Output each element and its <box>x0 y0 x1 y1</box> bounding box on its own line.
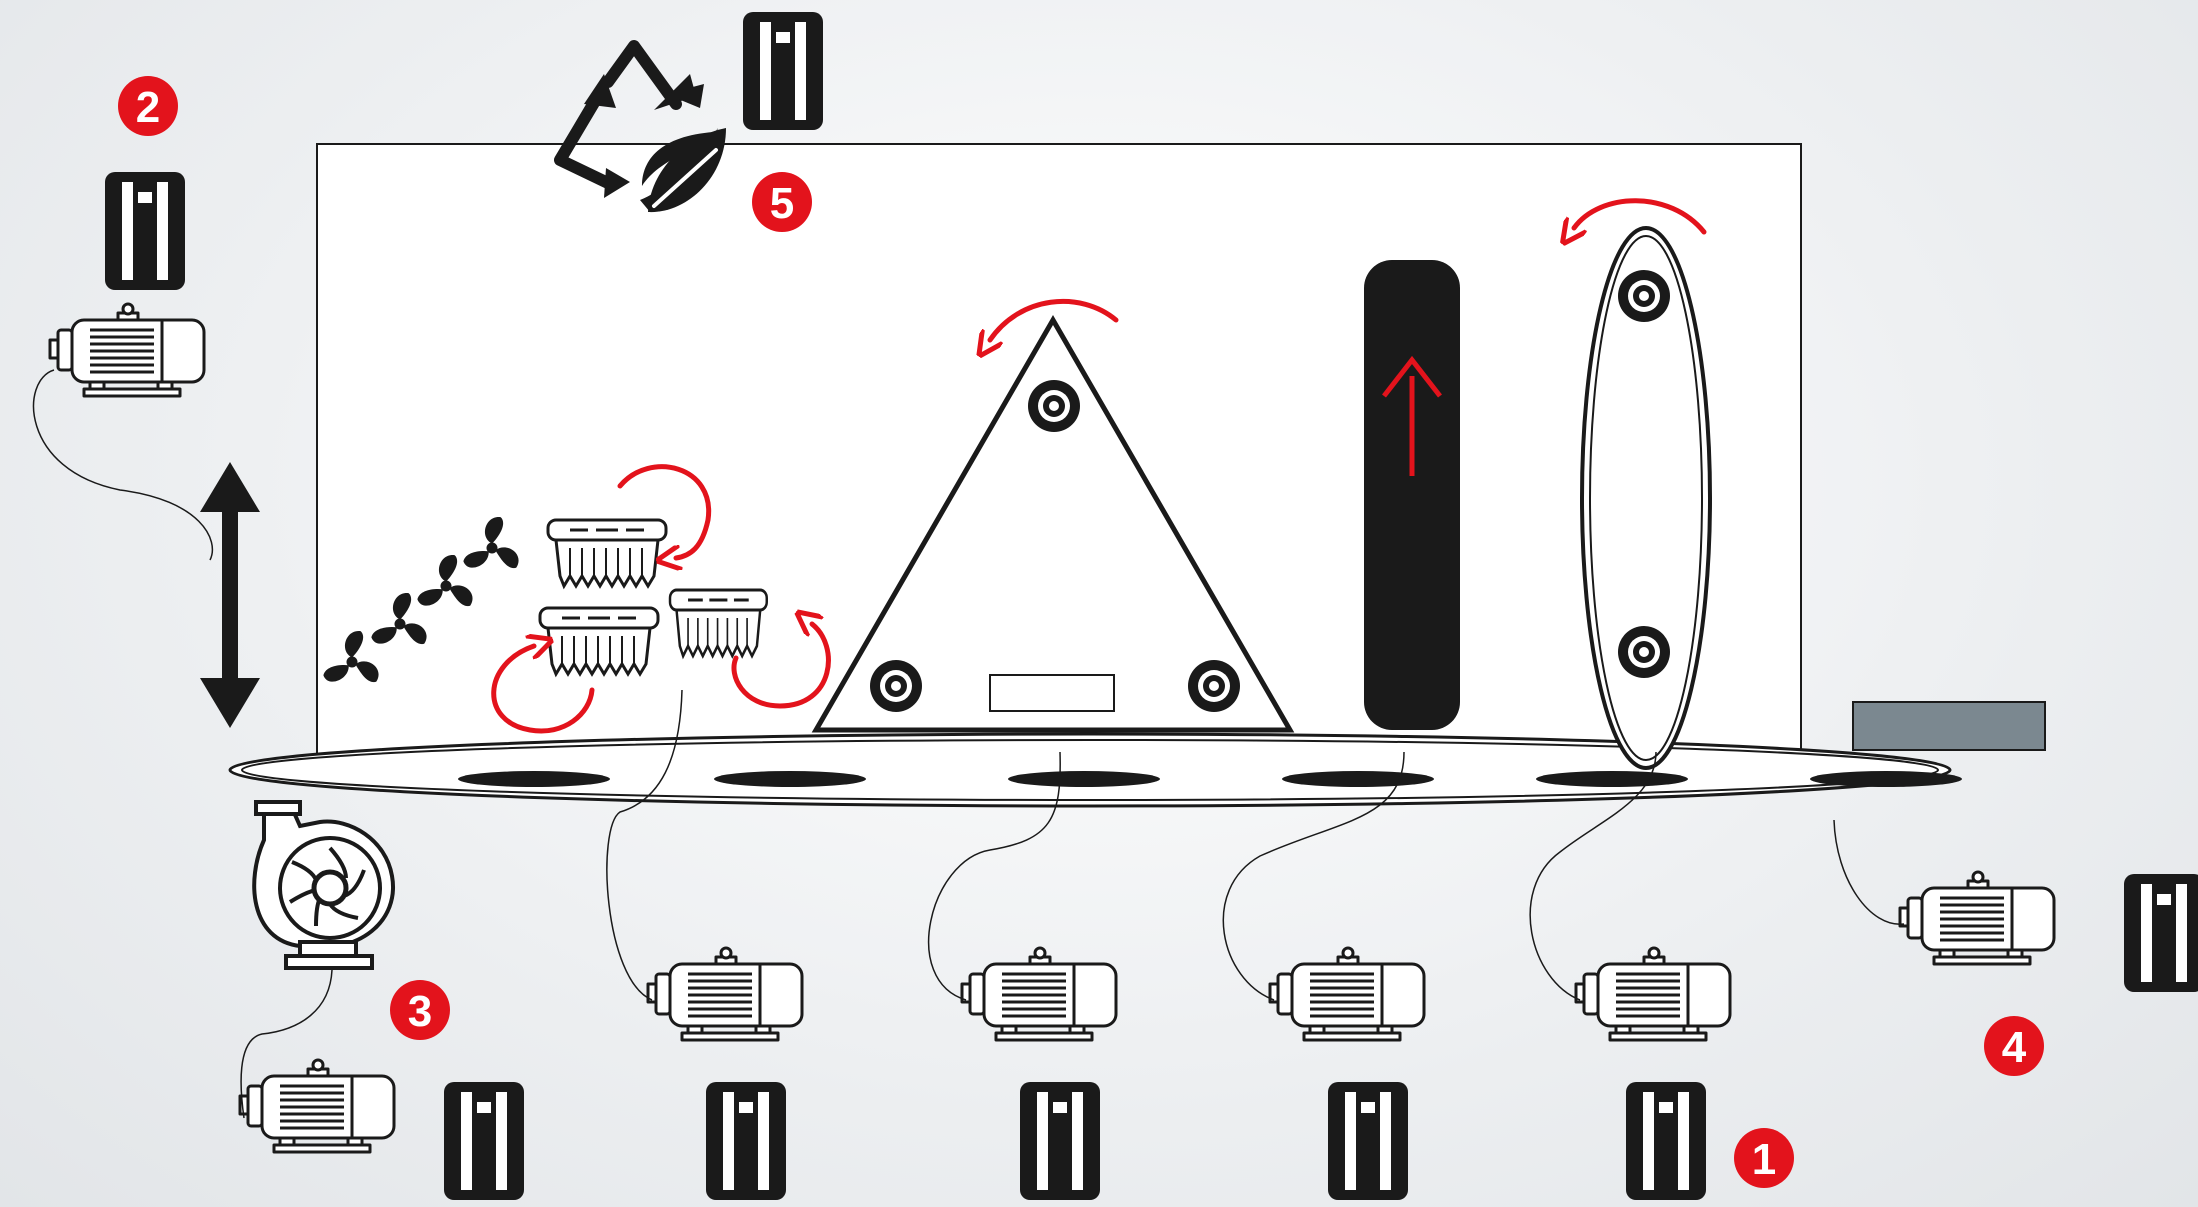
cable <box>1833 819 1905 925</box>
conveyor-slot <box>1536 771 1688 787</box>
svg-text:4: 4 <box>2002 1023 2027 1072</box>
conveyor-slot <box>714 771 866 787</box>
wash-brush-icon <box>538 606 660 676</box>
svg-text:2: 2 <box>136 83 160 132</box>
svg-text:3: 3 <box>408 987 432 1036</box>
rotation-arrow <box>491 464 831 734</box>
vfd-drive-icon <box>1020 1082 1100 1200</box>
wash-brush-icon <box>546 518 668 588</box>
vfd-drive-icon <box>444 1082 524 1200</box>
conveyor-track <box>228 732 1962 808</box>
cable <box>606 689 683 1001</box>
svg-text:1: 1 <box>1752 1135 1776 1184</box>
conveyor-slot <box>1282 771 1434 787</box>
cable <box>240 969 333 1119</box>
roller-wheel <box>1618 626 1670 678</box>
cable <box>32 369 214 561</box>
roller-wheel <box>870 660 922 712</box>
recycle-leaf-icon <box>554 40 726 213</box>
badge-1: 1 <box>1734 1128 1794 1188</box>
electric-motor-icon <box>1268 946 1426 1042</box>
badge-5: 5 <box>752 172 812 232</box>
rotation-arrow <box>990 298 1119 340</box>
triangle-roller-assembly <box>811 298 1295 733</box>
electric-motor-icon <box>1574 946 1732 1042</box>
cable <box>1529 751 1657 1001</box>
vfd-drive-icon <box>743 12 823 130</box>
conveyor-slot <box>1008 771 1160 787</box>
centrifugal-pump-icon <box>252 800 396 970</box>
vfd-drive-icon <box>105 172 185 290</box>
vfd-drive-icon <box>2124 874 2198 992</box>
conveyor-slot <box>458 771 610 787</box>
badge-2: 2 <box>118 76 178 136</box>
conveyor-slot <box>1810 771 1962 787</box>
vfd-drive-icon <box>1328 1082 1408 1200</box>
electric-motor-icon <box>1898 870 2056 966</box>
up-down-arrow-icon <box>200 462 260 728</box>
vfd-drive-icon <box>706 1082 786 1200</box>
badge-3: 3 <box>390 980 450 1040</box>
vfd-drive-icon <box>1626 1082 1706 1200</box>
vertical-belt <box>1364 260 1460 730</box>
cable <box>1222 751 1405 1001</box>
electric-motor-icon <box>238 1058 396 1154</box>
roller-wheel <box>1188 660 1240 712</box>
electric-motor-icon <box>646 946 804 1042</box>
cable <box>928 751 1061 1001</box>
badge-4: 4 <box>1984 1016 2044 1076</box>
oval-roller-assembly <box>1574 198 1712 770</box>
electric-motor-icon <box>960 946 1118 1042</box>
wash-brush-icon <box>668 588 769 658</box>
roller-wheel <box>1028 380 1080 432</box>
control-panel-box <box>1852 701 2046 751</box>
electric-motor-icon <box>48 302 206 398</box>
roller-wheel <box>1618 270 1670 322</box>
svg-text:5: 5 <box>770 179 794 228</box>
rotation-arrow <box>1574 198 1707 232</box>
